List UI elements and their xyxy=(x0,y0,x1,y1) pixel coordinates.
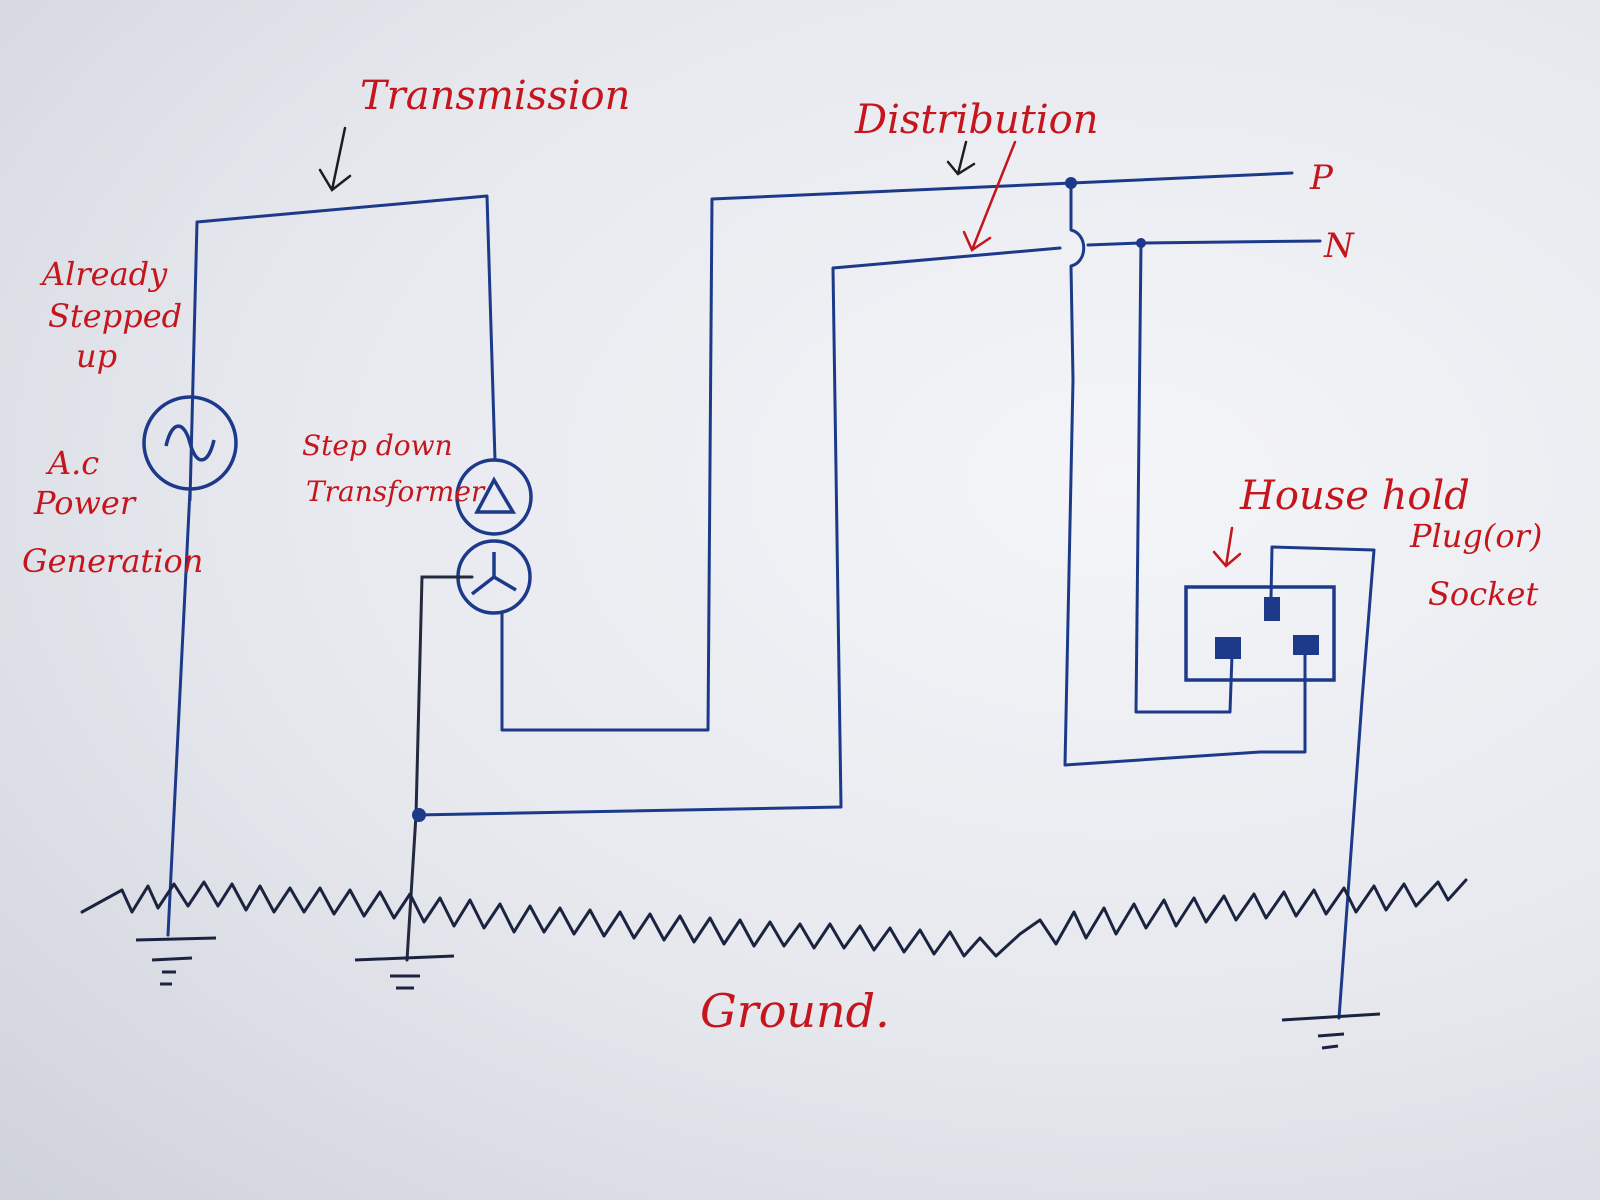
earth-drop xyxy=(1269,545,1376,1020)
already-stepped-up-line-3: up xyxy=(76,337,118,375)
star-wye-icon xyxy=(470,552,517,596)
sine-wave-icon xyxy=(164,424,216,462)
ground-surface xyxy=(80,878,1468,958)
ac-power-generation-line-2: Power xyxy=(34,484,136,522)
distribution-arrow-1 xyxy=(946,140,976,176)
plug-socket-line-2: Socket xyxy=(1428,575,1539,613)
neutral-terminal-label: N xyxy=(1324,226,1354,266)
phase-pin xyxy=(1293,635,1319,655)
delta-icon xyxy=(474,476,517,514)
step-down-transformer xyxy=(455,458,533,615)
plug-socket-line-1: Plug(or) xyxy=(1410,517,1543,555)
distribution-label: Distribution xyxy=(855,97,1099,143)
earth-ground-icon xyxy=(135,936,217,986)
junction-dot xyxy=(412,808,426,822)
step-down-transformer-line-1: Step down xyxy=(302,429,453,462)
ac-power-generation-line-1: A.c xyxy=(48,444,100,482)
already-stepped-up-line-1: Already xyxy=(42,255,168,293)
neutral-drop xyxy=(1134,241,1234,714)
house-hold-label: House hold xyxy=(1240,473,1470,519)
step-down-transformer-line-2: Transformer xyxy=(306,475,485,508)
ground-label: Ground. xyxy=(700,984,890,1038)
already-stepped-up-line-2: Stepped xyxy=(48,297,183,335)
household-socket xyxy=(1184,585,1336,682)
junction-dot xyxy=(1065,177,1077,189)
generator-bottom-wire xyxy=(166,488,192,937)
earth-ground-icon xyxy=(1281,1012,1381,1050)
ac-generator xyxy=(142,395,238,491)
phase-drop xyxy=(1063,181,1307,767)
earth-pin xyxy=(1264,597,1280,621)
distribution-arrow-2 xyxy=(962,140,1017,252)
phase-terminal-label: P xyxy=(1310,158,1333,198)
ac-power-generation-line-3: Generation xyxy=(22,542,204,580)
star-neutral-link xyxy=(405,575,474,962)
junction-dot xyxy=(1136,238,1146,248)
neutral-pin xyxy=(1215,637,1241,659)
earth-ground-icon xyxy=(354,954,455,990)
transmission-arrow xyxy=(318,126,352,192)
transmission-label: Transmission xyxy=(360,73,631,119)
generator-top-wire xyxy=(188,194,497,502)
phase-line xyxy=(500,171,1294,732)
household-arrow xyxy=(1212,526,1242,568)
